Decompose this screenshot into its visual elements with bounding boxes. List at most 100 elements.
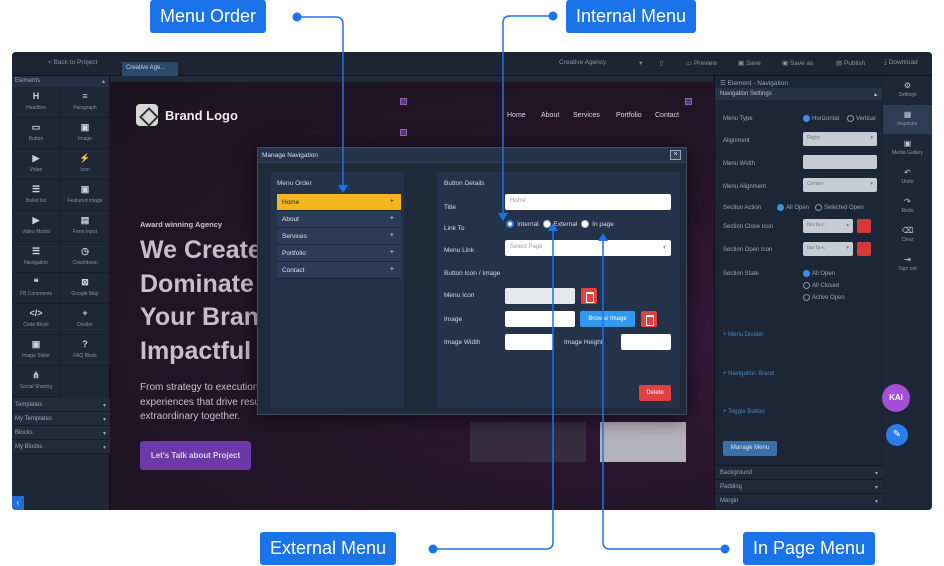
element-video-modal[interactable]: ▶Video Modal <box>12 211 61 242</box>
templates-section[interactable]: Templates▾ <box>12 398 110 412</box>
element-paragraph[interactable]: ≡Paragraph <box>61 87 110 118</box>
menu-alignment-select[interactable]: Center▾ <box>803 178 877 192</box>
navigation-settings-header[interactable]: Navigation Settings▴ <box>715 88 882 100</box>
background-section[interactable]: Background▾ <box>715 465 883 479</box>
element-icon[interactable]: ⚡Icon <box>61 149 110 180</box>
my-blocks-section[interactable]: My Blocks▾ <box>12 440 110 454</box>
blocks-section[interactable]: Blocks▾ <box>12 426 110 440</box>
menu-type-vertical[interactable]: Vertical <box>847 115 876 122</box>
project-select[interactable]: Creative Agency <box>559 59 607 66</box>
browse-image-button[interactable]: Browse Image <box>580 311 635 327</box>
title-input[interactable]: Home <box>505 194 671 210</box>
toolbar-undo[interactable]: ↶Undo <box>883 163 932 192</box>
brand[interactable]: Brand Logo <box>136 104 238 126</box>
element-button[interactable]: ▭Button <box>12 118 61 149</box>
element-code-block[interactable]: </>Code Block <box>12 304 61 335</box>
toolbar-inspector[interactable]: ▦Inspector <box>883 105 932 134</box>
section-action-all-open[interactable]: All Open <box>777 204 809 211</box>
image-input[interactable] <box>505 311 575 327</box>
nav-home[interactable]: Home <box>507 112 526 119</box>
element-featured-image[interactable]: ▣Featured image <box>61 180 110 211</box>
save-button[interactable]: ▣ Save <box>738 60 761 67</box>
image-width-input[interactable] <box>505 334 553 350</box>
element-image-slider[interactable]: ▣Image Slider <box>12 335 61 366</box>
nav-services[interactable]: Services <box>573 112 600 119</box>
section-action-selected-open[interactable]: Selected Open <box>815 204 864 211</box>
menu-item-services[interactable]: Services+ <box>277 228 401 245</box>
margin-section[interactable]: Margin▾ <box>715 493 883 507</box>
menu-item-contact[interactable]: Contact+ <box>277 262 401 279</box>
delete-menu-icon-button[interactable] <box>581 288 597 304</box>
add-menu-divider[interactable]: + Menu Divider <box>723 332 764 338</box>
my-templates-section[interactable]: My Templates▾ <box>12 412 110 426</box>
plus-icon[interactable]: + <box>389 266 394 273</box>
toolbar-sign-out[interactable]: ⇥Sign out <box>883 250 932 279</box>
collapse-sidebar-button[interactable]: ‹ <box>12 496 24 510</box>
delete-close-icon-button[interactable] <box>857 219 871 233</box>
toolbar-settings[interactable]: ⚙Settings <box>883 76 932 105</box>
nav-contact[interactable]: Contact <box>655 112 680 119</box>
state-all-closed[interactable]: All Closed <box>803 282 839 289</box>
element-faq-block[interactable]: ?FAQ Block <box>61 335 110 366</box>
menu-item-home[interactable]: Home+ <box>277 194 401 211</box>
element-bullet-list[interactable]: ☰Bullet list <box>12 180 61 211</box>
element-marker[interactable] <box>400 129 407 136</box>
nav-about[interactable]: About <box>541 112 560 119</box>
nav-portfolio[interactable]: Portfolio <box>616 112 642 119</box>
toolbar-media-gallery[interactable]: ▣Media Gallery <box>883 134 932 163</box>
toolbar-redo[interactable]: ↷Redo <box>883 192 932 221</box>
element-marker[interactable] <box>400 98 407 105</box>
menu-link-select[interactable]: Select Page▾ <box>505 240 671 256</box>
page-tab[interactable]: Creative Age... <box>122 62 178 76</box>
mobile-icon[interactable]: ▯ <box>660 60 664 67</box>
element-video[interactable]: ▶Video <box>12 149 61 180</box>
plus-icon[interactable]: + <box>389 232 394 239</box>
plus-icon[interactable]: + <box>389 198 394 205</box>
element-google-map[interactable]: ⊠Google Map <box>61 273 110 304</box>
chevron-down-icon[interactable]: ▾ <box>639 60 643 67</box>
section-open-icon-select[interactable]: fas fa-c▾ <box>803 242 853 256</box>
back-to-project-link[interactable]: < Back to Project <box>48 59 98 66</box>
menu-item-about[interactable]: About+ <box>277 211 401 228</box>
section-close-icon-select[interactable]: fas fa-c▴ <box>803 219 853 233</box>
plus-icon[interactable]: + <box>389 249 394 256</box>
menu-width-input[interactable] <box>803 155 877 169</box>
image-height-input[interactable] <box>621 334 671 350</box>
cta-button[interactable]: Let's Talk about Project <box>140 441 251 470</box>
state-all-open[interactable]: All Open <box>803 270 835 277</box>
menu-icon-input[interactable] <box>505 288 575 304</box>
padding-section[interactable]: Padding▾ <box>715 479 883 493</box>
save-as-button[interactable]: ▣ Save as <box>782 60 814 67</box>
delete-open-icon-button[interactable] <box>857 242 871 256</box>
element-fb-comments[interactable]: ❝FB Comments <box>12 273 61 304</box>
link-internal-radio[interactable]: Internal <box>504 220 539 228</box>
close-icon[interactable]: × <box>670 150 681 160</box>
element-social-sharing[interactable]: ⋔Social Sharing <box>12 366 61 397</box>
publish-button[interactable]: ▤ Publish <box>836 60 866 67</box>
element-countdown[interactable]: ◷Countdown <box>61 242 110 273</box>
link-external-radio[interactable]: External <box>541 220 577 228</box>
element-form-input[interactable]: ▤Form Input <box>61 211 110 242</box>
element-image[interactable]: ▣Image <box>61 118 110 149</box>
element-divider[interactable]: +Divider <box>61 304 110 335</box>
download-button[interactable]: ⤓ Download <box>884 59 918 66</box>
add-navigation-brand[interactable]: + Navigation Brand <box>723 371 775 377</box>
menu-type-horizontal[interactable]: Horizontal <box>803 115 839 122</box>
preview-button[interactable]: ▭ Preview <box>686 60 718 67</box>
element-navigation[interactable]: ☰Navigation <box>12 242 61 273</box>
delete-button[interactable]: Delete <box>639 385 671 401</box>
toolbar-clear[interactable]: ⌫Clear <box>883 221 932 250</box>
add-toggle-button[interactable]: + Toggle Button <box>723 409 765 415</box>
link-in-page-radio[interactable]: In page <box>579 220 614 228</box>
chat-button[interactable]: ✎ <box>886 424 908 446</box>
manage-menu-button[interactable]: Manage Menu <box>723 441 777 456</box>
delete-image-button[interactable] <box>641 311 657 327</box>
state-active-open[interactable]: Active Open <box>803 294 845 301</box>
alignment-select[interactable]: Right▾ <box>803 132 877 146</box>
element-marker[interactable] <box>685 98 692 105</box>
elements-header[interactable]: Elements▴ <box>12 76 109 87</box>
plus-icon[interactable]: + <box>389 215 394 222</box>
menu-item-portfolio[interactable]: Portfolio+ <box>277 245 401 262</box>
kai-assistant-button[interactable]: KAI <box>882 384 910 412</box>
